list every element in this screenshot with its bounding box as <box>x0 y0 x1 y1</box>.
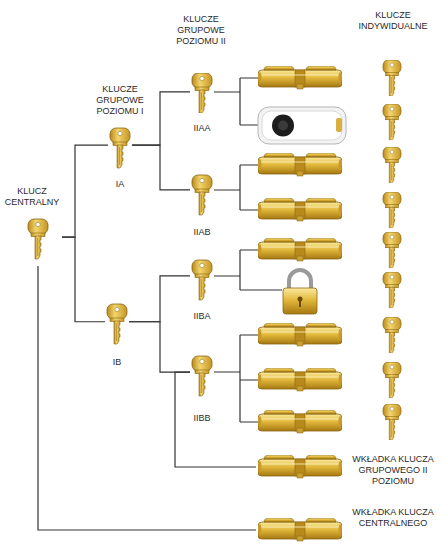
node-label: WKŁADKA KLUCZA GRUPOWEGO II POZIOMU <box>344 454 442 487</box>
group-key: IIAA <box>190 72 214 134</box>
connector-line <box>175 372 256 467</box>
group-key: IIBB <box>190 352 214 424</box>
column-heading: KLUCZE INDYWIDUALNE <box>350 10 436 32</box>
cylinders <box>258 66 342 541</box>
padlock <box>283 270 317 314</box>
column-heading: KLUCZE GRUPOWE POZIOMU I <box>90 84 150 117</box>
individual-keys <box>383 60 401 440</box>
electronic-lock <box>258 107 346 144</box>
group-key: IIAB <box>190 172 214 238</box>
group-key: IA <box>108 125 132 190</box>
node-label: KLUCZ CENTRALNY <box>0 186 66 208</box>
node-label: IA <box>98 179 142 190</box>
node-label: WKŁADKA KLUCZA CENTRALNEGO <box>344 507 442 529</box>
group-key: IB <box>105 300 129 368</box>
cylinder-node: WKŁADKA KLUCZA GRUPOWEGO II POZIOMU <box>256 450 444 500</box>
connector-line <box>132 145 190 190</box>
connector-line <box>129 322 190 372</box>
group-keys <box>28 73 212 396</box>
column-heading: KLUCZE GRUPOWE POZIOMU II <box>168 14 234 47</box>
central-key: KLUCZ CENTRALNY <box>2 186 62 266</box>
node-label: IIAA <box>180 123 224 134</box>
connector-line <box>62 237 105 322</box>
group-key: IIBA <box>190 258 214 322</box>
connector-line <box>129 276 190 322</box>
connector-line <box>38 266 256 530</box>
cylinder-node: WKŁADKA KLUCZA CENTRALNEGO <box>256 503 444 543</box>
node-label: IIAB <box>180 227 224 238</box>
node-label: IB <box>95 357 139 368</box>
node-label: IIBA <box>180 311 224 322</box>
node-label: IIBB <box>180 413 224 424</box>
connector-line <box>62 145 108 237</box>
